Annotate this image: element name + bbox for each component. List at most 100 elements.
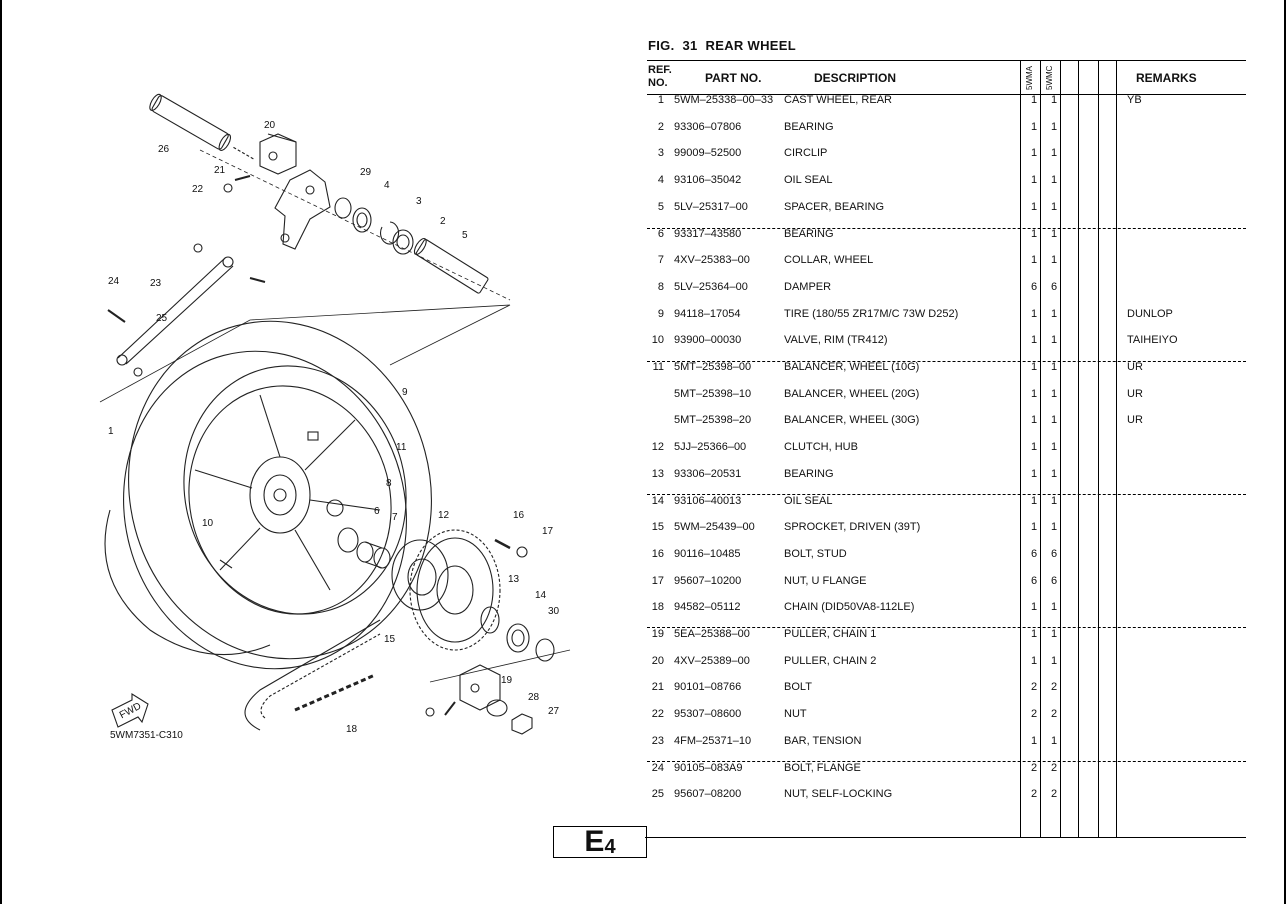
part-no-cell: 94582–05112: [674, 601, 741, 613]
column-rule: [1060, 60, 1061, 838]
part-no-cell: 4XV–25389–00: [674, 655, 750, 667]
chain-puller-top-part: [259, 133, 297, 175]
header-part-no: PART NO.: [705, 71, 762, 85]
qty-5wmc-cell: 1: [1050, 655, 1058, 667]
diagram-code: 5WM7351-C310: [110, 730, 183, 741]
qty-5wma-cell: 1: [1030, 468, 1038, 480]
description-cell: BEARING: [784, 121, 834, 133]
callout-number: 19: [501, 675, 513, 686]
callout-number: 18: [346, 724, 358, 735]
qty-5wma-cell: 6: [1030, 548, 1038, 560]
table-header-rule: [647, 94, 1246, 95]
callout-number: 25: [156, 313, 168, 324]
qty-5wma-cell: 2: [1030, 681, 1038, 693]
qty-5wmc-cell: 1: [1050, 228, 1058, 240]
sprocket-part: [409, 529, 501, 651]
callout-number: 1: [108, 426, 114, 437]
description-cell: BALANCER, WHEEL (20G): [784, 388, 920, 400]
ref-no-cell: 24: [651, 762, 664, 774]
spacer-bearing-part: [413, 237, 489, 294]
column-rule: [1116, 60, 1117, 838]
qty-5wmc-cell: 6: [1050, 575, 1058, 587]
part-no-cell: 5MT–25398–00: [674, 361, 752, 373]
clutch-hub-part: [391, 539, 449, 611]
ref-no-cell: 25: [651, 788, 664, 800]
qty-5wmc-cell: 1: [1050, 94, 1058, 106]
washer-part: [486, 699, 508, 717]
ref-no-cell: 6: [657, 228, 664, 240]
ref-no-cell: 19: [651, 628, 664, 640]
table-bottom-rule: [645, 837, 1246, 838]
callout-number: 10: [202, 518, 214, 529]
description-cell: OIL SEAL: [784, 174, 833, 186]
part-no-cell: 93106–35042: [674, 174, 742, 186]
part-no-cell: 93106–40013: [674, 495, 742, 507]
part-no-cell: 5WM–25439–00: [674, 521, 755, 533]
description-cell: BAR, TENSION: [784, 735, 862, 747]
callout-number: 11: [396, 442, 407, 453]
callout-number: 2: [440, 216, 446, 227]
callout-number: 7: [392, 512, 398, 523]
qty-5wmc-cell: 2: [1050, 788, 1058, 800]
ref-no-cell: 4: [657, 174, 664, 186]
qty-5wmc-cell: 1: [1050, 121, 1058, 133]
remarks-cell: UR: [1127, 388, 1143, 400]
qty-5wma-cell: 2: [1030, 788, 1038, 800]
callout-number: 9: [402, 387, 408, 398]
ref-no-cell: 23: [651, 735, 664, 747]
qty-5wmc-cell: 1: [1050, 468, 1058, 480]
tension-bar-part: [116, 256, 234, 366]
bearing-13-part: [480, 606, 500, 634]
qty-5wmc-cell: 1: [1050, 334, 1058, 346]
collar-29-part: [334, 197, 352, 219]
description-cell: PULLER, CHAIN 1: [784, 628, 877, 640]
qty-5wma-cell: 1: [1030, 147, 1038, 159]
qty-5wmc-cell: 1: [1050, 521, 1058, 533]
table-top-rule: [647, 60, 1246, 61]
header-model-5wma: 5WMA: [1025, 66, 1034, 90]
balancer-part: [307, 431, 319, 441]
part-no-cell: 95307–08600: [674, 708, 742, 720]
qty-5wmc-cell: 1: [1050, 441, 1058, 453]
ref-no-cell: 3: [657, 147, 664, 159]
group-separator: [647, 228, 1246, 229]
qty-5wmc-cell: 2: [1050, 708, 1058, 720]
oil-seal-14-part: [506, 623, 530, 653]
callout-number: 30: [548, 606, 560, 617]
description-cell: CLUTCH, HUB: [784, 441, 858, 453]
header-remarks: REMARKS: [1136, 71, 1197, 85]
qty-5wma-cell: 6: [1030, 575, 1038, 587]
qty-5wma-cell: 1: [1030, 334, 1038, 346]
ref-no-cell: 22: [651, 708, 664, 720]
qty-5wmc-cell: 1: [1050, 495, 1058, 507]
callout-number: 8: [386, 478, 392, 489]
qty-5wma-cell: 1: [1030, 521, 1038, 533]
qty-5wmc-cell: 1: [1050, 601, 1058, 613]
description-cell: CAST WHEEL, REAR: [784, 94, 892, 106]
tire-part: [104, 320, 432, 670]
ref-no-cell: 12: [651, 441, 664, 453]
remarks-cell: TAIHEIYO: [1127, 334, 1178, 346]
part-no-cell: 93306–07806: [674, 121, 742, 133]
bearing-6-part: [337, 527, 359, 553]
description-cell: PULLER, CHAIN 2: [784, 655, 877, 667]
page-tag: E4: [553, 826, 647, 858]
callout-number: 21: [214, 165, 226, 176]
chain-part: [244, 619, 381, 731]
ref-no-cell: 16: [651, 548, 664, 560]
collar-30-part: [535, 638, 555, 662]
qty-5wmc-cell: 1: [1050, 414, 1058, 426]
